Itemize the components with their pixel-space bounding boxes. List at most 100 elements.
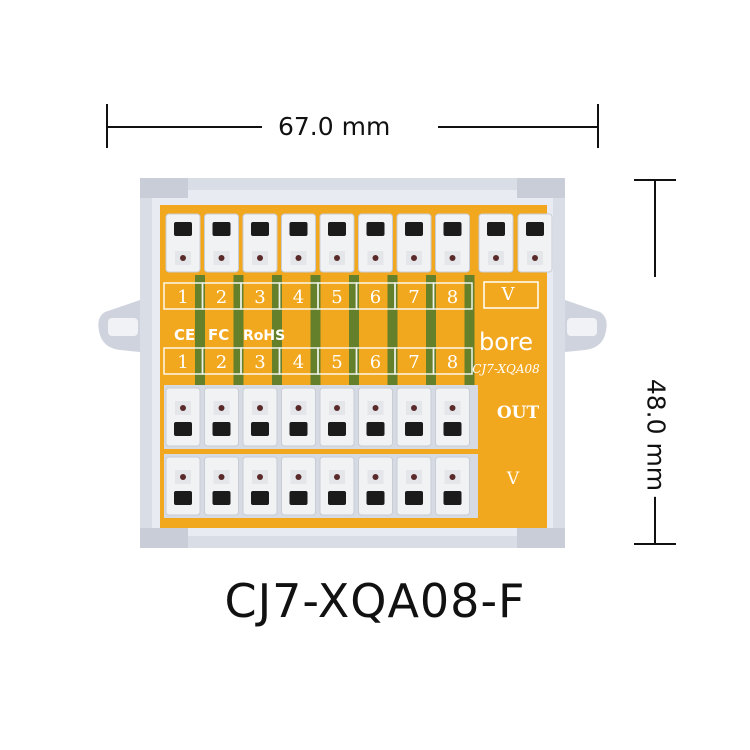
fc-mark: FC xyxy=(208,326,229,344)
release-dot xyxy=(532,255,538,261)
row-v-label: V xyxy=(506,469,520,489)
wire-hole xyxy=(212,491,231,505)
wire-hole xyxy=(251,422,269,436)
mid-channel-number: 8 xyxy=(447,352,458,373)
height-dimension-label: 48.0 mm xyxy=(641,372,671,498)
terminal-row-out xyxy=(164,385,478,449)
mid-channel-number: 2 xyxy=(216,352,227,373)
wire-hole xyxy=(487,222,505,236)
terminal xyxy=(319,387,355,447)
mid-channel-number: 3 xyxy=(254,352,265,373)
wire-hole xyxy=(443,422,462,436)
release-dot xyxy=(334,405,340,411)
mid-cell-frame xyxy=(432,347,473,375)
wire-hole xyxy=(212,422,231,436)
mid-channel-number: 6 xyxy=(370,352,381,373)
pcb-trace xyxy=(387,275,398,385)
terminal xyxy=(435,387,470,447)
top-channel-number: 6 xyxy=(370,287,381,308)
release-dot xyxy=(372,405,379,411)
top-channel-number: 5 xyxy=(331,287,342,308)
top-extra-frame xyxy=(483,281,539,309)
terminal xyxy=(204,456,239,516)
mid-channel-number: 7 xyxy=(408,352,419,373)
board-model-print: CJ7-XQA08 xyxy=(472,362,540,376)
pcb-trace xyxy=(464,275,475,385)
terminal xyxy=(396,456,432,516)
terminal xyxy=(204,213,239,273)
terminal xyxy=(435,456,470,516)
wire-hole xyxy=(443,222,462,236)
wire-hole xyxy=(366,491,385,505)
top-channel-number: 1 xyxy=(177,287,188,308)
mid-channel-number: 4 xyxy=(293,352,304,373)
release-dot xyxy=(257,474,263,480)
terminal xyxy=(165,456,201,516)
release-dot xyxy=(411,255,417,261)
brand-logo: bore xyxy=(479,328,533,356)
terminal xyxy=(396,213,432,273)
terminal xyxy=(281,456,316,516)
release-dot xyxy=(449,474,456,480)
top-cell-frame xyxy=(432,282,473,310)
release-dot xyxy=(449,255,456,261)
release-dot xyxy=(180,405,186,411)
wire-hole xyxy=(328,422,346,436)
top-channel-number: 2 xyxy=(216,287,227,308)
release-dot xyxy=(218,474,225,480)
release-dot xyxy=(493,255,499,261)
wire-hole xyxy=(174,222,192,236)
pcb-trace xyxy=(233,275,244,385)
release-dot xyxy=(334,255,340,261)
top-channel-number: 7 xyxy=(408,287,419,308)
pcb-trace xyxy=(310,275,321,385)
pcb-trace xyxy=(349,275,359,385)
terminal xyxy=(281,387,316,447)
wire-hole xyxy=(405,491,423,505)
release-dot xyxy=(411,474,417,480)
terminal xyxy=(358,387,393,447)
release-dot xyxy=(257,405,263,411)
wire-hole xyxy=(366,422,385,436)
width-dimension-label: 67.0 mm xyxy=(270,112,399,142)
terminal-row-v xyxy=(164,454,478,518)
top-extra-label: V xyxy=(501,284,516,305)
cert-marks: CE FC RoHS xyxy=(174,326,285,344)
wire-hole xyxy=(212,222,231,236)
release-dot xyxy=(180,255,186,261)
terminal xyxy=(358,213,393,273)
release-dot xyxy=(218,255,225,261)
terminal xyxy=(281,213,316,273)
release-dot xyxy=(180,474,186,480)
wire-hole xyxy=(289,422,308,436)
release-dot xyxy=(411,405,417,411)
wire-hole xyxy=(526,222,544,236)
pcb-trace xyxy=(272,275,282,385)
release-dot xyxy=(372,474,379,480)
release-dot xyxy=(449,405,456,411)
terminal xyxy=(478,213,514,273)
top-channel-number: 8 xyxy=(447,287,458,308)
mid-channel-number: 1 xyxy=(177,352,188,373)
wire-hole xyxy=(174,422,192,436)
release-dot xyxy=(295,405,302,411)
terminal xyxy=(242,387,278,447)
top-channel-number: 3 xyxy=(254,287,265,308)
release-dot xyxy=(218,405,225,411)
terminal xyxy=(517,213,553,273)
wire-hole xyxy=(405,422,423,436)
release-dot xyxy=(295,474,302,480)
wire-hole xyxy=(251,222,269,236)
terminal xyxy=(165,387,201,447)
release-dot xyxy=(257,255,263,261)
terminal xyxy=(165,213,201,273)
wire-hole xyxy=(289,222,308,236)
wire-hole xyxy=(174,491,192,505)
row-out-label: OUT xyxy=(497,403,540,423)
pcb-trace xyxy=(195,275,205,385)
rohs-mark: RoHS xyxy=(243,328,285,344)
model-title: CJ7-XQA08-F xyxy=(224,574,526,628)
